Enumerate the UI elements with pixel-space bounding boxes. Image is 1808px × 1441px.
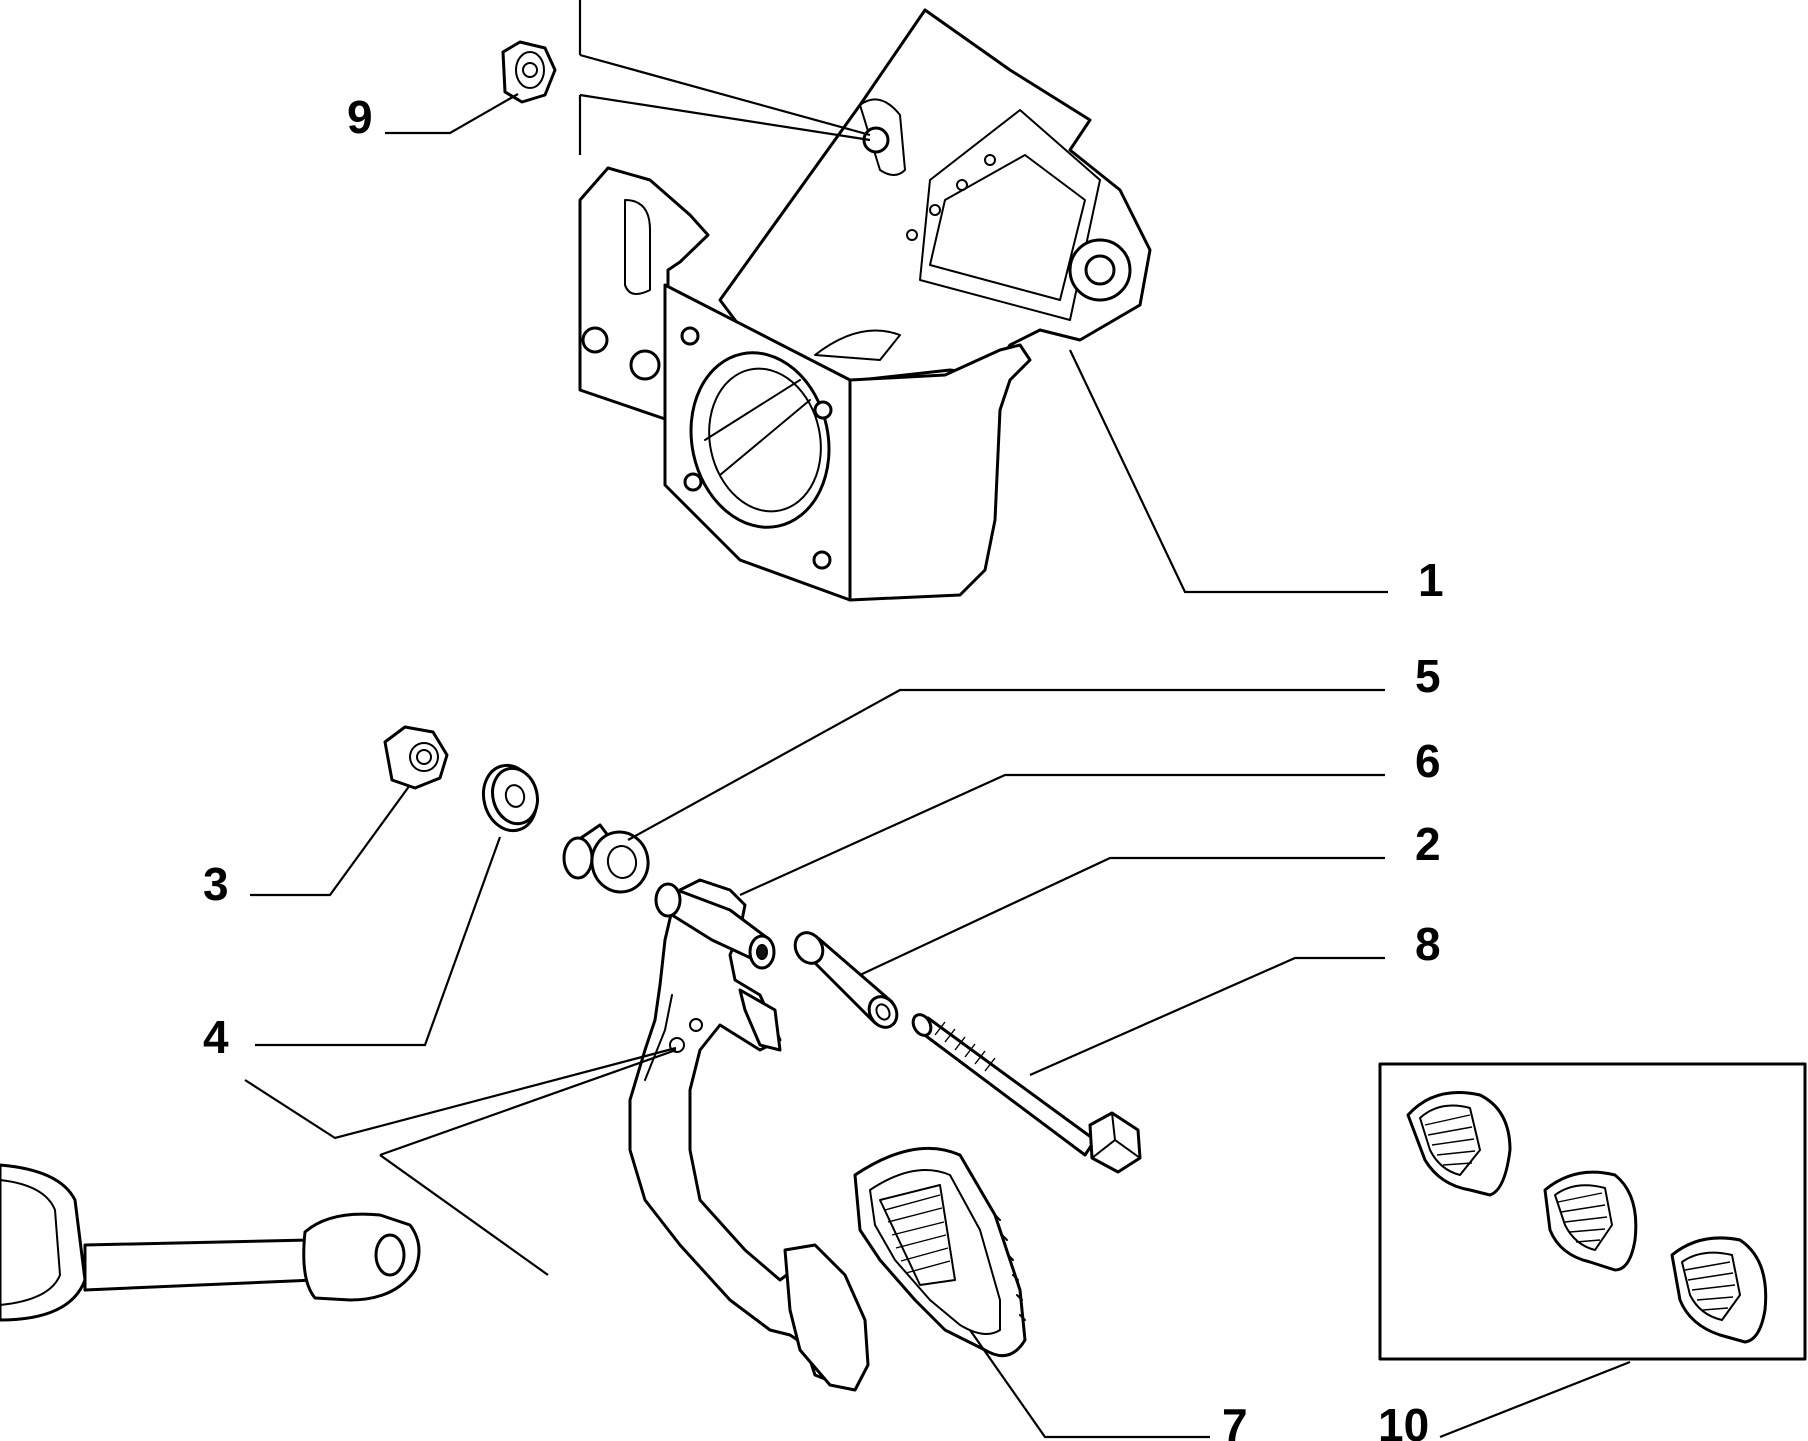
leader-10 [1439,1360,1631,1439]
clutch-master-cylinder-rod [0,1163,421,1322]
callout-8: 8 [1415,918,1441,970]
leader-6 [739,773,1385,897]
leader-2 [859,856,1385,976]
callout-1: 1 [1418,554,1444,606]
pad-variant-1 [1406,1091,1512,1197]
bolt-part-8 [911,1013,1142,1174]
leader-rod [244,1046,677,1276]
pedal-bracket-part-1 [578,8,1152,602]
callout-9: 9 [347,91,373,143]
nut-part-3 [383,725,449,790]
leader-1 [1069,349,1388,594]
pad-variant-3 [1670,1236,1768,1344]
callout-3: 3 [203,858,229,910]
callout-4: 4 [203,1011,229,1063]
callout-2: 2 [1415,818,1441,870]
leader-9-to-bracket [579,53,871,142]
callout-7: 7 [1222,1399,1248,1441]
callout-labels: 9 1 5 6 2 8 3 4 7 10 [203,91,1444,1441]
sleeve-part-2 [793,931,899,1029]
pad-variant-2 [1543,1170,1638,1272]
leader-4 [255,836,502,1047]
leader-3 [250,784,411,897]
leader-lines [244,0,1631,1439]
bushing-part-5 [562,823,650,894]
pedal-pad-part-7 [853,1146,1027,1358]
pedal-pad-variants-part-10 [1378,1062,1807,1361]
pedal-lever-part-6 [628,878,870,1392]
nut-part-9 [501,40,557,104]
washer-part-4 [481,763,539,833]
callout-10: 10 [1378,1399,1429,1441]
leader-8 [1029,956,1385,1077]
leader-9 [385,93,519,135]
leader-5 [627,688,1385,841]
leader-7 [969,1329,1210,1439]
callout-5: 5 [1415,650,1441,702]
callout-6: 6 [1415,735,1441,787]
